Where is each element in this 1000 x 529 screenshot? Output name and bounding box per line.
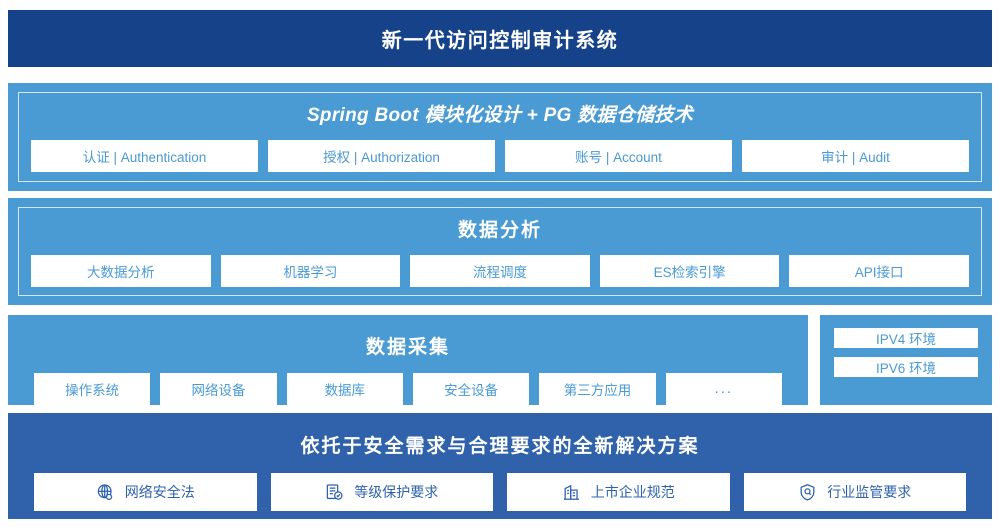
- collection-card-row: 操作系统 网络设备 数据库 安全设备 第三方应用 ...: [34, 373, 782, 405]
- analysis-title: 数据分析: [457, 220, 542, 241]
- architecture-card-row: 认证 | Authentication 授权 | Authorization 账…: [31, 140, 969, 172]
- card-audit[interactable]: 审计 | Audit: [742, 140, 969, 172]
- section-solution: 依托于安全需求与合理要求的全新解决方案 网络安全法: [8, 413, 992, 519]
- card-authentication[interactable]: 认证 | Authentication: [31, 140, 258, 172]
- collection-frame: 数据采集 操作系统 网络设备 数据库 安全设备 第三方应用 ...: [18, 324, 798, 405]
- building-icon: [562, 483, 581, 502]
- section-ip-environment: IPV4 环境 IPV6 环境: [820, 315, 992, 405]
- ipv-stack: IPV4 环境 IPV6 环境: [834, 328, 978, 377]
- card-listed-company-standard[interactable]: 上市企业规范: [507, 473, 730, 511]
- solution-frame: 依托于安全需求与合理要求的全新解决方案 网络安全法: [18, 422, 982, 511]
- card-big-data-analysis[interactable]: 大数据分析: [31, 255, 211, 287]
- card-database[interactable]: 数据库: [286, 373, 403, 405]
- section-data-collection: 数据采集 操作系统 网络设备 数据库 安全设备 第三方应用 ...: [8, 315, 808, 405]
- card-es-search-engine[interactable]: ES检索引擎: [599, 255, 780, 287]
- section-architecture: Spring Boot 模块化设计 + PG 数据仓储技术 认证 | Authe…: [8, 83, 992, 191]
- page-title: 新一代访问控制审计系统: [381, 30, 619, 52]
- analysis-card-row: 大数据分析 机器学习 流程调度 ES检索引擎 API接口: [31, 255, 969, 287]
- document-check-icon: [325, 483, 344, 502]
- analysis-frame: 数据分析 大数据分析 机器学习 流程调度 ES检索引擎 API接口: [18, 207, 982, 296]
- solution-title: 依托于安全需求与合理要求的全新解决方案: [300, 436, 700, 457]
- card-more-ellipsis[interactable]: ...: [665, 373, 782, 405]
- card-classified-protection[interactable]: 等级保护要求: [270, 473, 493, 511]
- card-ipv6-environment[interactable]: IPV6 环境: [834, 357, 978, 377]
- card-classified-protection-label: 等级保护要求: [354, 484, 439, 500]
- card-third-party-app[interactable]: 第三方应用: [539, 373, 656, 405]
- card-listed-company-standard-label: 上市企业规范: [590, 484, 675, 500]
- card-industry-regulation[interactable]: 行业监管要求: [743, 473, 966, 511]
- architecture-frame: Spring Boot 模块化设计 + PG 数据仓储技术 认证 | Authe…: [18, 92, 982, 182]
- architecture-title: Spring Boot 模块化设计 + PG 数据仓储技术: [306, 105, 694, 126]
- card-process-scheduling[interactable]: 流程调度: [410, 255, 590, 287]
- card-authorization[interactable]: 授权 | Authorization: [268, 140, 495, 172]
- card-ipv4-environment[interactable]: IPV4 环境: [834, 328, 978, 348]
- card-cybersecurity-law-label: 网络安全法: [124, 484, 195, 500]
- globe-icon: [96, 483, 115, 502]
- card-security-device[interactable]: 安全设备: [412, 373, 530, 405]
- collection-title: 数据采集: [365, 337, 450, 358]
- card-operating-system[interactable]: 操作系统: [34, 373, 151, 405]
- header-banner: 新一代访问控制审计系统: [8, 10, 992, 67]
- card-network-device[interactable]: 网络设备: [160, 373, 277, 405]
- card-api-interface[interactable]: API接口: [789, 255, 969, 287]
- card-machine-learning[interactable]: 机器学习: [220, 255, 401, 287]
- shield-search-icon: [798, 483, 817, 502]
- card-account[interactable]: 账号 | Account: [505, 140, 732, 172]
- card-cybersecurity-law[interactable]: 网络安全法: [34, 473, 257, 511]
- solution-card-row: 网络安全法 等级保护要求: [34, 473, 966, 511]
- section-data-analysis: 数据分析 大数据分析 机器学习 流程调度 ES检索引擎 API接口: [8, 198, 992, 305]
- card-industry-regulation-label: 行业监管要求: [827, 484, 912, 500]
